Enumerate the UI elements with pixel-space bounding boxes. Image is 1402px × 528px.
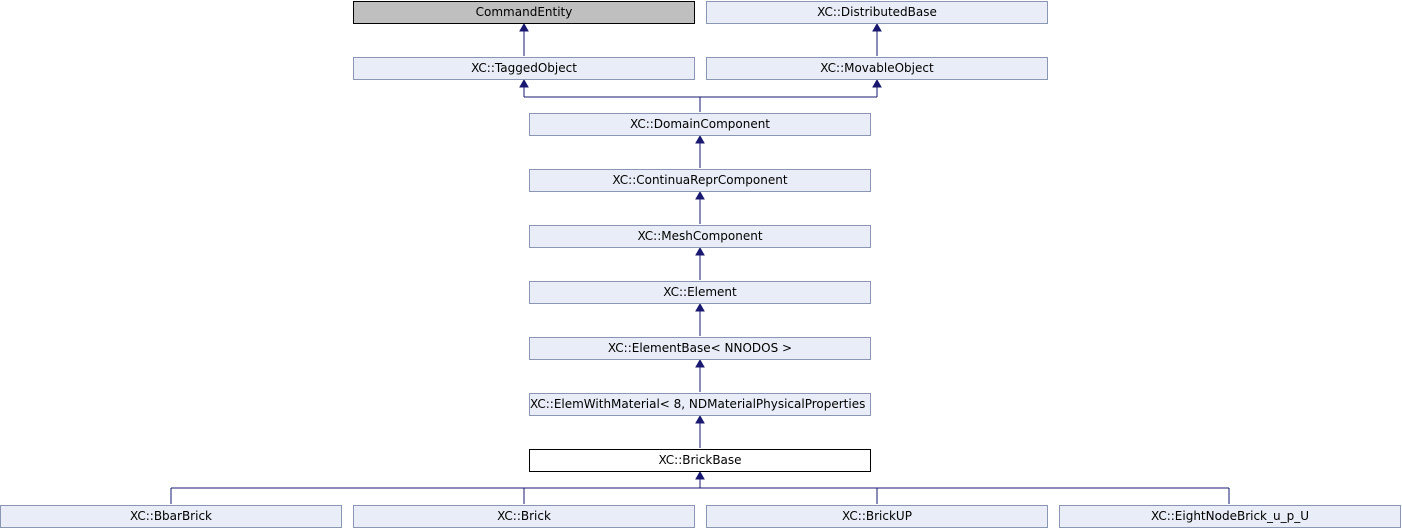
arrowhead-domain	[695, 134, 705, 144]
arrowhead-mesh	[695, 246, 705, 256]
arrowhead-distributedbase	[872, 22, 882, 32]
node-tagged-object[interactable]: XC::TaggedObject	[353, 57, 695, 80]
node-distributed-base[interactable]: XC::DistributedBase	[706, 1, 1048, 24]
arrowhead-tagged	[519, 78, 529, 88]
node-element-base[interactable]: XC::ElementBase< NNODOS >	[529, 337, 871, 360]
node-bbar-brick[interactable]: XC::BbarBrick	[0, 505, 342, 528]
node-mesh-component[interactable]: XC::MeshComponent	[529, 225, 871, 248]
node-brick-up[interactable]: XC::BrickUP	[706, 505, 1048, 528]
arrowhead-commandentity	[519, 22, 529, 32]
arrowhead-element	[695, 302, 705, 312]
node-command-entity: CommandEntity	[353, 1, 695, 24]
node-eight-node-brick-u-p-u[interactable]: XC::EightNodeBrick_u_p_U	[1059, 505, 1401, 528]
arrowhead-movable	[872, 78, 882, 88]
arrowhead-brickbase	[695, 470, 705, 480]
node-domain-component[interactable]: XC::DomainComponent	[529, 113, 871, 136]
node-brick-base: XC::BrickBase	[529, 449, 871, 472]
node-continua-repr-component[interactable]: XC::ContinuaReprComponent	[529, 169, 871, 192]
node-movable-object[interactable]: XC::MovableObject	[706, 57, 1048, 80]
arrowhead-elemwithmaterial	[695, 414, 705, 424]
node-elem-with-material[interactable]: XC::ElemWithMaterial< 8, NDMaterialPhysi…	[529, 393, 871, 416]
node-brick[interactable]: XC::Brick	[353, 505, 695, 528]
node-element[interactable]: XC::Element	[529, 281, 871, 304]
arrowhead-elementbase	[695, 358, 705, 368]
arrowhead-continua	[695, 190, 705, 200]
